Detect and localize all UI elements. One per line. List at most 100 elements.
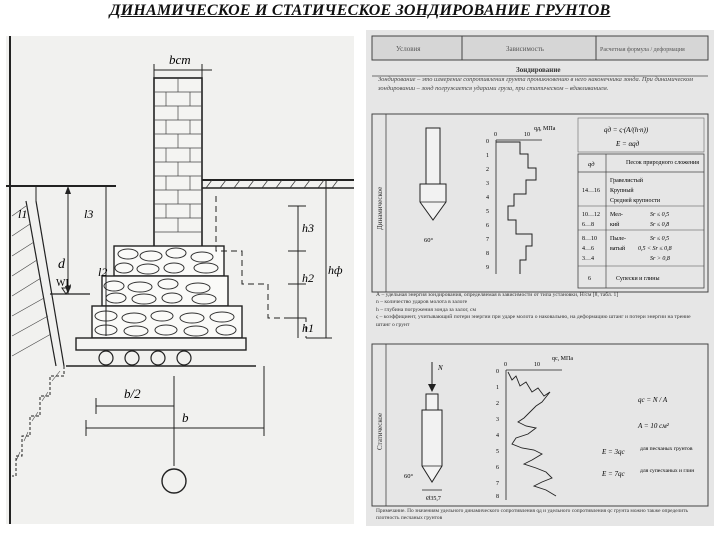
sounding-table-panel: Условия Зависимость Расчетная формула / … — [366, 30, 714, 526]
label-l3: l3 — [84, 207, 93, 221]
stat-area: A = 10 см² — [637, 422, 670, 430]
static-block — [371, 343, 709, 507]
sounding-table: Условия Зависимость Расчетная формула / … — [366, 30, 714, 526]
dyn-x-0: 0 — [494, 132, 497, 138]
soil-row-6: ватый — [610, 245, 626, 252]
footnote-text: Примечание. По значениям удельного динам… — [376, 508, 688, 521]
soil-row-0: Гравелистый — [610, 177, 644, 184]
label-l2: l2 — [98, 265, 107, 279]
dyn-depth-4: 4 — [486, 195, 489, 201]
static-cone-diam: Ø35,7 — [426, 496, 441, 502]
trench-hatch — [15, 370, 61, 462]
section-title: Зондирование — [516, 66, 560, 74]
brick-courses — [154, 78, 202, 233]
stat-x-0: 0 — [504, 362, 507, 368]
label-h3: h3 — [302, 221, 314, 235]
soil-q-4: 6…8 — [582, 222, 594, 228]
page-title: ДИНАМИЧЕСКОЕ И СТАТИЧЕСКОЕ ЗОНДИРОВАНИЕ … — [109, 2, 611, 19]
dynamic-depth-graph: 0 10 qд, МПа 0 1 2 3 4 5 6 7 8 9 — [486, 126, 556, 274]
stat-depth-7: 7 — [496, 481, 499, 487]
stat-depth-0: 0 — [496, 369, 499, 375]
slab-hatch — [205, 179, 339, 189]
stat-e-note-0: для песчаных грунтов — [640, 446, 693, 452]
note-2: h – глубина погружения зонда за залог, с… — [376, 306, 476, 313]
stat-depth-1: 1 — [496, 385, 499, 391]
stat-depth-2: 2 — [496, 401, 499, 407]
stat-formula-q: qс = N / A — [638, 396, 668, 404]
soil-q-5: 8…10 — [582, 236, 597, 242]
note-1: n – количество ударов молота в залоге — [376, 299, 468, 306]
dyn-depth-8: 8 — [486, 251, 489, 257]
intro-text-box: Зондирование – это измерение сопротивлен… — [378, 76, 693, 92]
note-3: ς – коэффициент, учитывающий потери энер… — [376, 314, 691, 328]
header-formula: Расчетная формула / деформация — [600, 46, 685, 53]
soil-q-6: 4…6 — [582, 246, 594, 252]
plumb-bob-circle — [161, 468, 187, 494]
static-cone-angle: 60° — [404, 473, 414, 480]
static-side-label: Статическое — [376, 413, 384, 450]
header-conditions: Условия — [396, 45, 421, 53]
dyn-depth-9: 9 — [486, 265, 489, 271]
dyn-depth-2: 2 — [486, 167, 489, 173]
density-3: 0,5 < Sr ≤ 0,8 — [638, 246, 672, 252]
stat-depth-4: 4 — [496, 433, 499, 439]
soil-row-4: кий — [610, 221, 620, 228]
stat-depth-8: 8 — [496, 494, 499, 500]
dyn-depth-6: 6 — [486, 223, 489, 229]
dynamic-notes-box: А – удельная энергия зондирования, опред… — [376, 292, 691, 328]
stat-unit: qс, МПа — [552, 356, 573, 362]
soil-q-1: 14…16 — [582, 188, 600, 194]
stat-depth-5: 5 — [496, 449, 499, 455]
density-0: Sr ≤ 0,5 — [650, 212, 669, 218]
dyn-depth-7: 7 — [486, 237, 489, 243]
table-header-row — [371, 35, 709, 61]
static-depth-graph: 0 10 qс, МПа 0 1 2 3 4 5 6 7 8 — [496, 356, 573, 500]
static-force-label: N — [437, 364, 443, 372]
foundation-section-drawing: bст l1 d WL l3 l — [6, 36, 354, 524]
static-probe-drawing: N 60° Ø35,7 — [404, 362, 443, 502]
label-b: b — [182, 410, 189, 425]
stat-depth-6: 6 — [496, 465, 499, 471]
dyn-depth-0: 0 — [486, 139, 489, 145]
label-h1: h1 — [302, 321, 314, 335]
base-rollers — [98, 350, 192, 366]
label-hf: hф — [328, 263, 343, 277]
stat-e-formula-0: E = 3qс — [601, 448, 625, 456]
soil-q-8: 6 — [588, 276, 591, 282]
soil-q-header: qд — [588, 161, 595, 168]
soil-table — [577, 153, 705, 289]
intro-text: Зондирование – это измерение сопротивлен… — [378, 76, 693, 92]
dyn-x-10: 10 — [524, 132, 530, 138]
soil-q-7: 3…4 — [582, 256, 594, 262]
stat-x-10: 10 — [534, 362, 540, 368]
soil-row-5: Пыле- — [610, 236, 626, 242]
note-0: А – удельная энергия зондирования, опред… — [376, 292, 619, 298]
label-d: d — [58, 257, 66, 272]
trench-slope — [25, 200, 65, 367]
soil-row-8: Супески и глины — [616, 276, 659, 282]
stat-e-note-1: для супесчаных и глин — [640, 468, 694, 474]
backfill-hatch — [11, 205, 52, 357]
soil-row-2: Средней крупности — [610, 197, 661, 204]
label-wl: WL — [56, 278, 72, 289]
dyn-depth-1: 1 — [486, 153, 489, 159]
header-dependency: Зависимость — [506, 45, 544, 53]
rubble-foundation — [91, 245, 243, 339]
dyn-depth-3: 3 — [486, 181, 489, 187]
footnote-box: Примечание. По значениям удельного динам… — [376, 508, 688, 521]
dyn-unit: qд, МПа — [534, 126, 556, 132]
foundation-base-pad — [75, 337, 247, 351]
static-profile-line — [507, 371, 557, 497]
soil-header: Песок природного сложения — [626, 160, 699, 166]
dynamic-side-label: Динамическое — [376, 187, 384, 230]
soil-q-3: 10…12 — [582, 212, 600, 218]
label-l1: l1 — [18, 207, 27, 221]
dynamic-cone-angle: 60° — [424, 237, 434, 244]
right-dimension-lines — [288, 180, 332, 339]
density-4: Sr > 0,8 — [650, 256, 670, 262]
stat-e-formula-1: E = 7qс — [601, 470, 625, 478]
soil-row-1: Крупный — [610, 187, 634, 194]
density-1: Sr ≤ 0,8 — [650, 222, 669, 228]
dyn-formula-q: qд = ς·(A/(h·n)) — [604, 126, 649, 134]
density-2: Sr ≤ 0,5 — [650, 236, 669, 242]
